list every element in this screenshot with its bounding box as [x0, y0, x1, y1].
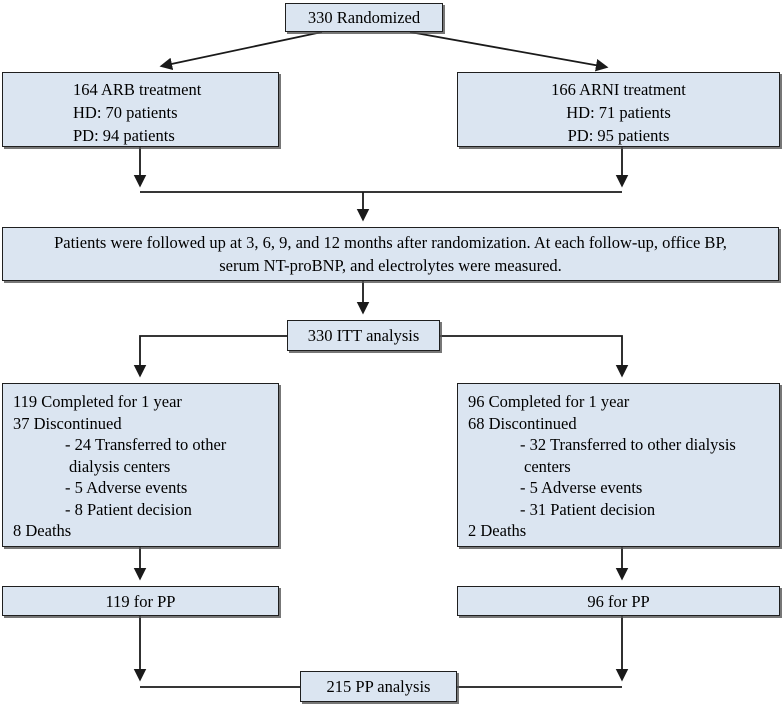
arb-outcome-line: 119 Completed for 1 year	[13, 392, 182, 411]
arni-treatment-line: HD: 71 patients	[566, 103, 671, 122]
arb-outcome-line: - 24 Transferred to other	[65, 435, 227, 454]
arb-outcome-line: - 5 Adverse events	[65, 478, 188, 497]
arni-outcome-line: - 31 Patient decision	[520, 499, 656, 519]
arni-outcome-line: 96 Completed for 1 year	[468, 392, 630, 411]
arb-treatment-line: PD: 94 patients	[73, 126, 175, 145]
arni-outcome-line: 2 Deaths	[468, 521, 527, 540]
followup-line: Patients were followed up at 3, 6, 9, an…	[54, 233, 727, 252]
arni-treatment-box: 166 ARNI treatment HD: 71 patients PD: 9…	[457, 72, 780, 147]
connector-randomized-to-arb	[159, 31, 323, 71]
itt-analysis-box: 330 ITT analysis	[287, 320, 440, 351]
arb-outcome-line: - 8 Patient decision	[65, 499, 192, 519]
arb-treatment-box: 164 ARB treatment HD: 70 patients PD: 94…	[2, 72, 279, 147]
arb-pp-label: 119 for PP	[105, 591, 176, 611]
connector-randomized-to-arni	[409, 31, 609, 72]
randomized-label: 330 Randomized	[307, 8, 421, 27]
arb-outcome-box: 119 Completed for 1 year 37 Discontinued…	[2, 383, 279, 547]
pp-analysis-box: 215 PP analysis	[300, 671, 457, 702]
arni-outcome-box: 96 Completed for 1 year 68 Discontinued …	[457, 383, 780, 547]
pp-analysis-label: 215 PP analysis	[326, 677, 431, 696]
followup-box: Patients were followed up at 3, 6, 9, an…	[2, 227, 779, 281]
randomized-box: 330 Randomized	[285, 3, 443, 32]
arni-outcome-line: centers	[524, 456, 571, 476]
arni-pp-box: 96 for PP	[457, 586, 780, 616]
connector-itt-to-arni-outcome	[440, 335, 629, 378]
arb-outcome-line: 37 Discontinued	[13, 413, 122, 433]
arni-treatment-line: PD: 95 patients	[567, 126, 670, 145]
arni-treatment-line: 166 ARNI treatment	[551, 80, 686, 99]
arb-treatment-line: 164 ARB treatment	[73, 80, 202, 99]
arni-pp-label: 96 for PP	[587, 591, 650, 611]
itt-analysis-label: 330 ITT analysis	[307, 326, 420, 345]
arni-outcome-line: 68 Discontinued	[468, 413, 577, 433]
arb-outcome-line: dialysis centers	[69, 456, 171, 476]
arb-pp-box: 119 for PP	[2, 586, 279, 616]
arb-outcome-line: 8 Deaths	[13, 521, 72, 540]
followup-line: serum NT-proBNP, and electrolytes were m…	[219, 256, 562, 275]
connector-itt-to-arb-outcome	[133, 335, 287, 378]
arni-outcome-line: - 32 Transferred to other dialysis	[520, 435, 736, 454]
arni-outcome-line: - 5 Adverse events	[520, 478, 643, 497]
arb-treatment-line: HD: 70 patients	[73, 103, 178, 122]
